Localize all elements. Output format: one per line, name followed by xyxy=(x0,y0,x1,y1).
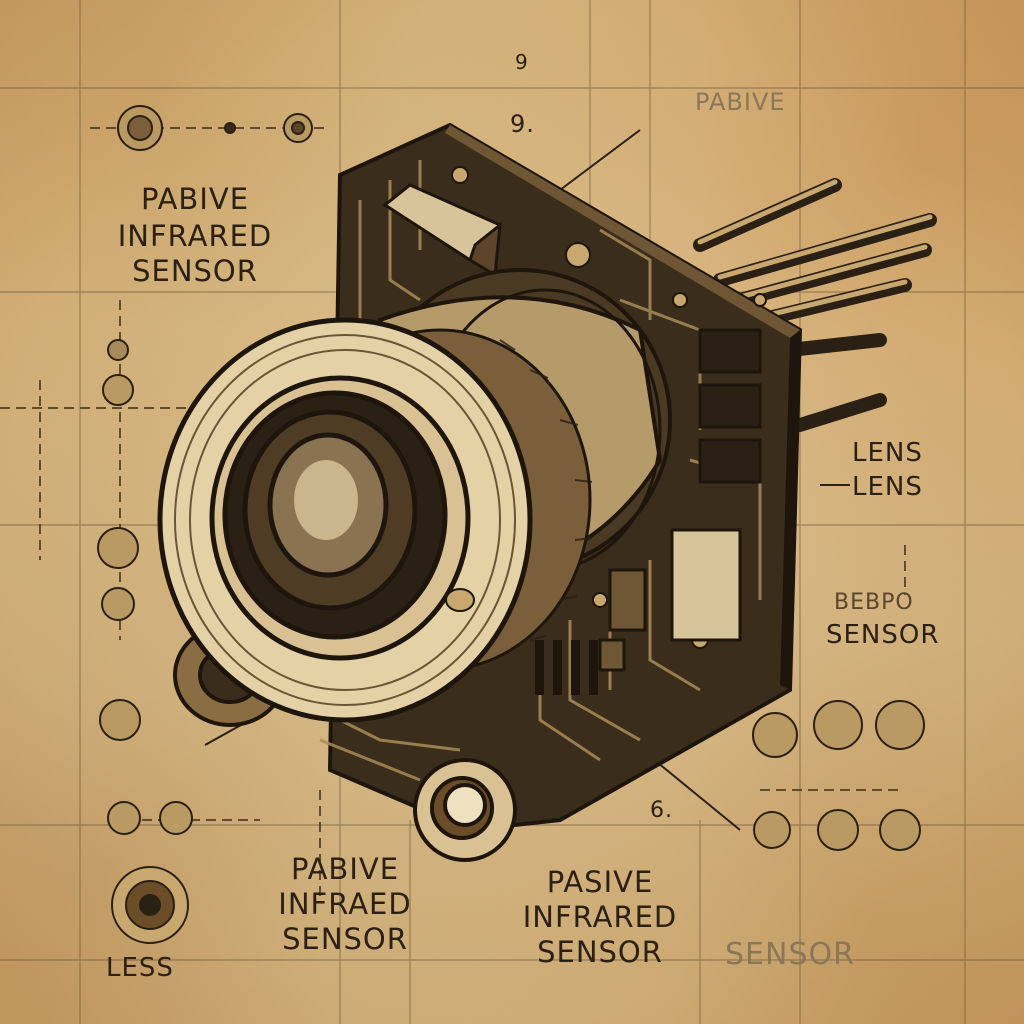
label-bottom-left: LESS xyxy=(106,953,174,983)
label-bottom-right-line2: INFRARED xyxy=(522,900,678,934)
label-top-left-line1: PABIVE xyxy=(140,182,250,216)
label-bottom-right: PASIVE INFRARED SENSOR xyxy=(495,868,705,967)
label-top-left-line3: SENSOR xyxy=(132,254,258,288)
callout-number: 6. xyxy=(650,798,673,823)
label-bottom-center-line1: PABIVE xyxy=(290,852,400,886)
label-right-lens-line2: LENS xyxy=(852,472,923,502)
label-right-lens: LENS LENS xyxy=(852,440,923,500)
label-bottom-far-right: SENSOR xyxy=(725,937,855,972)
label-bottom-right-line3: SENSOR xyxy=(537,935,663,969)
label-top-left: PABIVE INFRARED SENSOR xyxy=(95,185,295,286)
label-right-lens-line1: LENS xyxy=(852,438,923,468)
label-right-sensor-line1: BEBPO xyxy=(834,590,914,615)
label-right-sensor-line2: SENSOR xyxy=(826,620,940,650)
label-top-mark-2: 9 xyxy=(515,50,529,74)
label-bottom-center: PABIVE INFRAED SENSOR xyxy=(240,855,450,954)
label-right-sensor: BEBPO SENSOR xyxy=(826,590,940,650)
label-top-mark: 9. xyxy=(510,110,535,138)
label-bottom-center-line3: SENSOR xyxy=(282,922,408,956)
label-bottom-center-line2: INFRAED xyxy=(278,887,412,921)
label-top-right: PABIVE xyxy=(695,88,786,116)
label-bottom-right-line1: PASIVE xyxy=(546,865,654,899)
label-top-left-line2: INFRARED xyxy=(117,219,273,253)
